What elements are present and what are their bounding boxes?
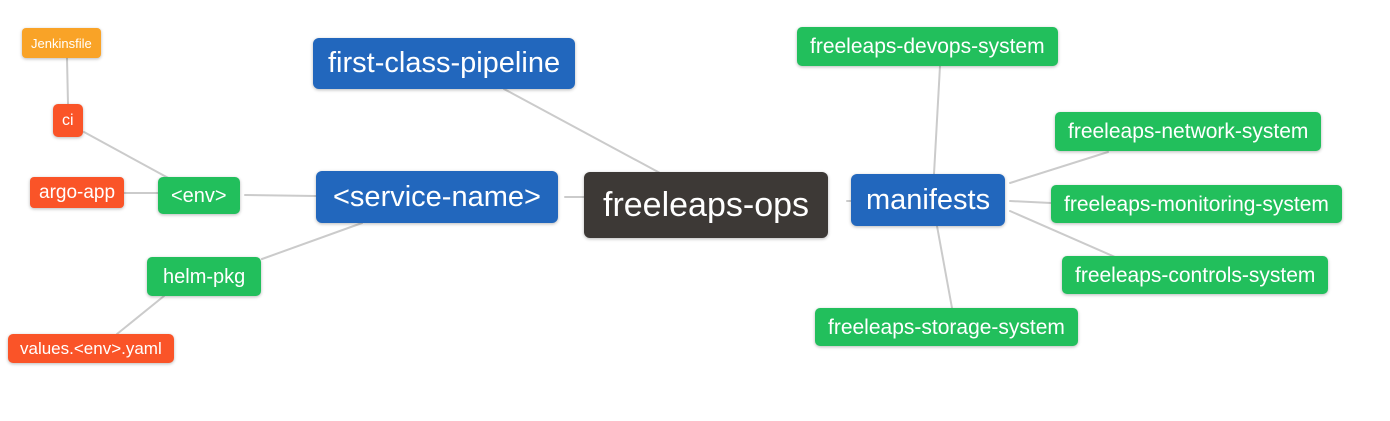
node-service-name[interactable]: <service-name>	[316, 171, 558, 223]
edge-pipeline-freeleapsops	[503, 88, 661, 174]
node-jenkinsfile[interactable]: Jenkinsfile	[22, 28, 101, 58]
edge-manifests-controls	[1009, 210, 1116, 258]
edge-manifests-monitoring	[1009, 200, 1052, 204]
node-freeleaps-storage-system[interactable]: freeleaps-storage-system	[815, 308, 1078, 346]
node-freeleaps-devops-system[interactable]: freeleaps-devops-system	[797, 27, 1058, 66]
edge-ci-env	[83, 131, 173, 181]
edge-jenkinsfile-ci	[66, 57, 69, 105]
edge-env-servicename	[244, 194, 317, 197]
node-freeleaps-controls-system[interactable]: freeleaps-controls-system	[1062, 256, 1329, 294]
node-manifests[interactable]: manifests	[851, 174, 1006, 226]
node-freeleaps-ops-root[interactable]: freeleaps-ops	[584, 172, 829, 238]
edge-manifests-devops	[933, 65, 941, 175]
node-argo-app[interactable]: argo-app	[30, 177, 125, 208]
node-freeleaps-network-system[interactable]: freeleaps-network-system	[1055, 112, 1322, 151]
node-freeleaps-monitoring-system[interactable]: freeleaps-monitoring-system	[1051, 185, 1342, 223]
edge-servicename-helmpkg	[261, 222, 363, 260]
edge-helmpkg-values	[116, 295, 165, 335]
node-ci[interactable]: ci	[53, 104, 83, 137]
node-env[interactable]: <env>	[158, 177, 240, 214]
node-first-class-pipeline[interactable]: first-class-pipeline	[313, 38, 576, 89]
node-helm-pkg[interactable]: helm-pkg	[147, 257, 262, 296]
edge-manifests-storage	[936, 225, 953, 309]
node-values-env-yaml[interactable]: values.<env>.yaml	[8, 334, 174, 363]
edge-manifests-network	[1009, 151, 1109, 184]
